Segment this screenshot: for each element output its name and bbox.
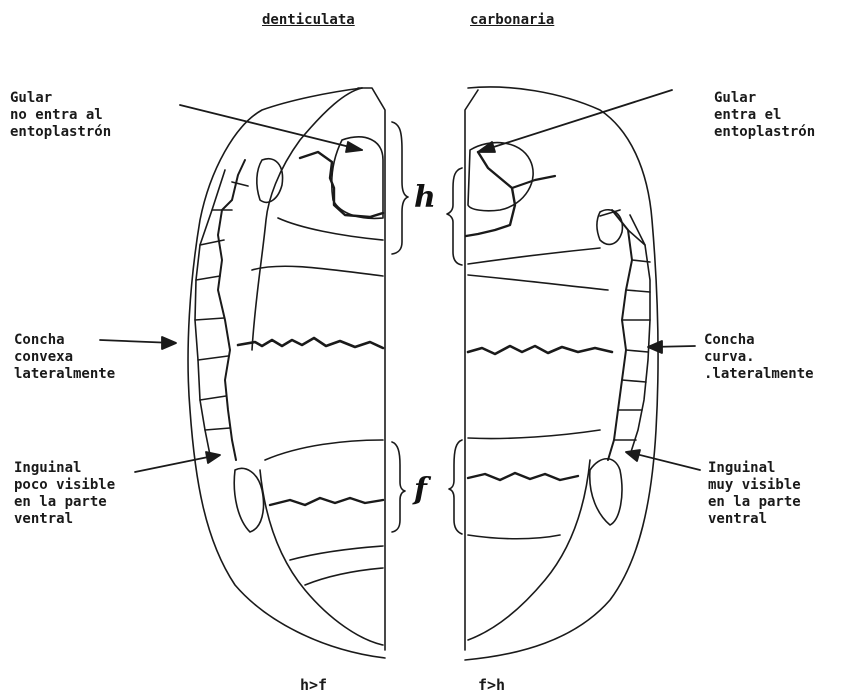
right-hind-lobe <box>468 460 590 640</box>
right-inguinal <box>590 459 622 525</box>
left-midline <box>358 88 385 650</box>
title-carbonaria: carbonaria <box>470 12 554 28</box>
right-pectoral-seam <box>468 275 608 290</box>
right-marginal-column <box>608 210 632 460</box>
left-brace-f <box>392 442 405 532</box>
left-marginal-outer <box>195 170 225 455</box>
arrow-concha-left-head <box>162 337 176 349</box>
label-line: Concha <box>14 332 115 349</box>
right-gular-seam <box>466 152 515 236</box>
left-brace-h <box>392 122 408 254</box>
label-line: entra el <box>714 107 815 124</box>
label-gular-right: Gular entra el entoplastrón <box>714 90 815 141</box>
label-line: convexa <box>14 349 115 366</box>
label-line: .lateralmente <box>704 366 814 383</box>
left-humeral-seam <box>278 218 383 240</box>
label-line: no entra al <box>10 107 111 124</box>
left-hind-lobe <box>260 470 383 645</box>
label-line: entoplastrón <box>714 124 815 141</box>
right-midline <box>465 90 478 650</box>
arrow-gular-right <box>478 90 672 152</box>
title-denticulata: denticulata <box>262 12 355 28</box>
left-marginal-column <box>218 160 245 460</box>
arrow-inguinal-right-head <box>626 450 640 461</box>
ratio-right: f>h <box>478 676 505 694</box>
left-abdominal-seam <box>238 338 383 348</box>
label-line: Gular <box>714 90 815 107</box>
left-anal-notch <box>305 568 383 585</box>
right-anal-seam <box>468 535 560 539</box>
left-gular-seam <box>300 152 383 217</box>
label-line: poco visible <box>14 477 115 494</box>
left-carapace-outline <box>188 88 385 658</box>
arrow-inguinal-left-head <box>206 452 220 463</box>
left-inguinal <box>234 468 263 532</box>
left-pectoral-seam <box>252 266 383 276</box>
left-anal-seam <box>290 546 383 560</box>
label-line: ventral <box>708 511 801 528</box>
arrow-inguinal-left <box>135 455 218 472</box>
right-femoral-top <box>468 430 600 439</box>
right-brace-h <box>447 168 462 265</box>
right-marginal-outer <box>630 215 650 455</box>
label-inguinal-left: Inguinal poco visible en la parte ventra… <box>14 460 115 528</box>
label-concha-right: Concha curva. .lateralmente <box>704 332 814 383</box>
marker-h: h <box>414 180 436 215</box>
label-inguinal-right: Inguinal muy visible en la parte ventral <box>708 460 801 528</box>
label-line: entoplastrón <box>10 124 111 141</box>
left-femoral-top <box>265 440 383 460</box>
arrow-gular-left <box>180 105 362 150</box>
label-line: Gular <box>10 90 111 107</box>
label-line: en la parte <box>708 494 801 511</box>
label-line: ventral <box>14 511 115 528</box>
ratio-left: h>f <box>300 676 327 694</box>
right-humeral-seam <box>468 248 600 264</box>
label-line: muy visible <box>708 477 801 494</box>
label-gular-left: Gular no entra al entoplastrón <box>10 90 111 141</box>
right-abdominal-seam <box>468 346 612 354</box>
marker-f: f <box>414 472 427 507</box>
right-femoral-seam <box>468 473 578 480</box>
label-line: Concha <box>704 332 814 349</box>
right-brace-f <box>449 440 462 534</box>
label-line: Inguinal <box>14 460 115 477</box>
left-axillary <box>257 159 283 203</box>
label-line: lateralmente <box>14 366 115 383</box>
label-line: en la parte <box>14 494 115 511</box>
arrow-gular-left-head <box>346 142 362 152</box>
left-femoral-seam <box>270 498 383 505</box>
label-line: Inguinal <box>708 460 801 477</box>
label-line: curva. <box>704 349 814 366</box>
label-concha-left: Concha convexa lateralmente <box>14 332 115 383</box>
arrow-concha-right-head <box>648 341 662 353</box>
